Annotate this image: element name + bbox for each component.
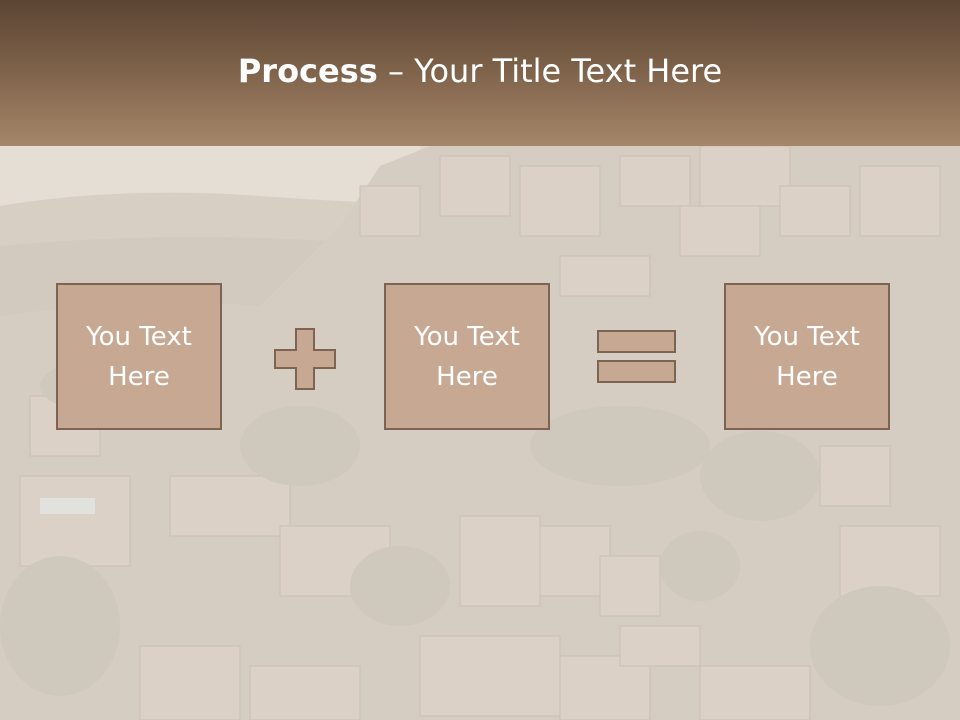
slide-title[interactable]: Process – Your Title Text Here	[238, 52, 722, 90]
title-bold: Process	[237, 52, 378, 90]
plus-icon	[274, 328, 336, 390]
process-box-1-text: You Text Here	[86, 321, 192, 392]
process-box-2[interactable]: You Text Here	[384, 283, 550, 430]
process-box-3-text: You Text Here	[754, 321, 860, 392]
process-box-3[interactable]: You Text Here	[724, 283, 890, 430]
title-banner: Process – Your Title Text Here	[0, 0, 960, 146]
process-box-2-text: You Text Here	[414, 321, 520, 392]
equals-icon	[597, 330, 676, 383]
process-box-1[interactable]: You Text Here	[56, 283, 222, 430]
title-rest: – Your Title Text Here	[377, 52, 723, 90]
background-photo	[0, 146, 960, 720]
